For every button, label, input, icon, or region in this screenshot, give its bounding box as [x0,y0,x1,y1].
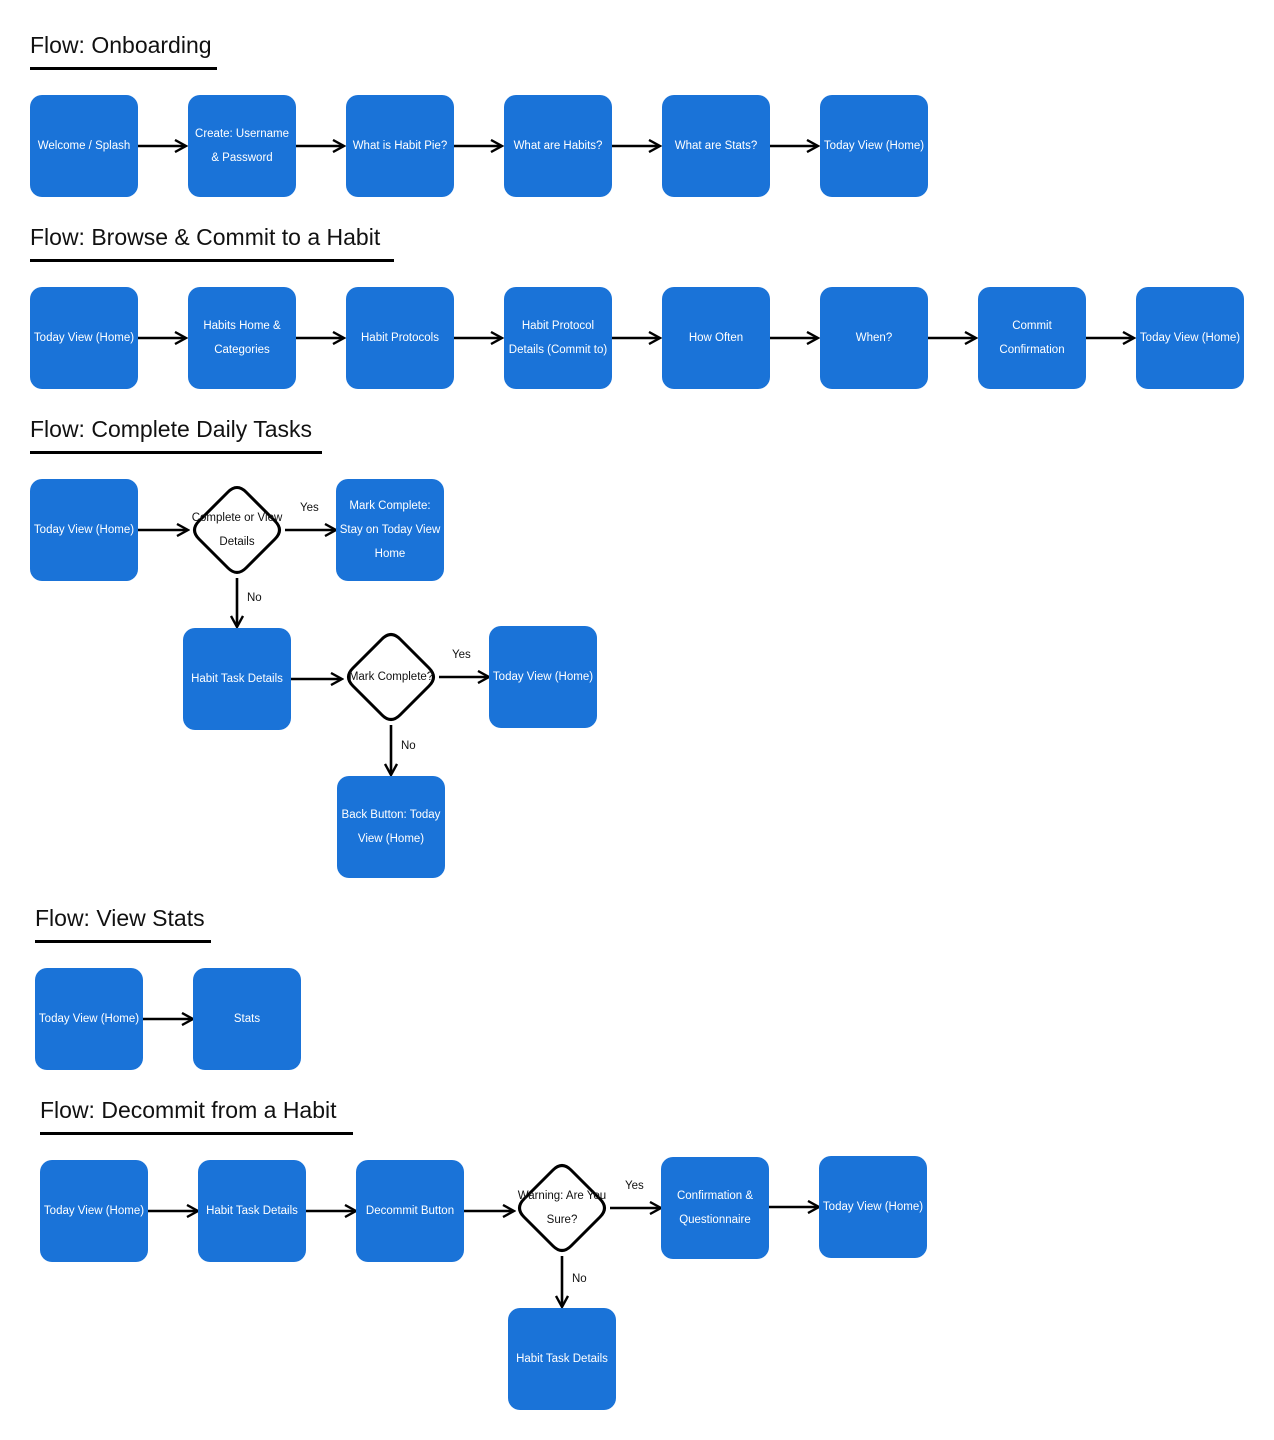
daily-mark-complete: Mark Complete: Stay on Today View Home [336,479,444,581]
flow-view-stats-title: Flow: View Stats [35,905,205,931]
browse-step-3-label: Habit Protocols [361,332,439,344]
flow-decommit-title-underline [40,1132,353,1135]
onboarding-step-1: Welcome / Splash [30,95,138,197]
browse-step-1: Today View (Home) [30,287,138,389]
daily-back-button-label: Back Button: Today View (Home) [341,809,441,845]
daily-decision-complete-or-details-label: Complete or View Details [191,512,283,548]
browse-step-3: Habit Protocols [346,287,454,389]
decommit-habit-task-details: Habit Task Details [198,1160,306,1262]
flow-browse-commit-title: Flow: Browse & Commit to a Habit [30,224,381,250]
onboarding-step-4-label: What are Habits? [513,140,603,152]
daily-no-label-2: No [401,740,416,752]
daily-mark-complete-label: Mark Complete: Stay on Today View Home [339,500,441,560]
decommit-yes-label: Yes [625,1180,644,1192]
decommit-today-view-label: Today View (Home) [43,1205,145,1217]
onboarding-step-5-label: What are Stats? [674,140,758,152]
daily-decision-mark-complete-label: Mark Complete? [348,671,434,683]
decommit-decision-warning-shape [518,1164,606,1252]
decommit-no-label: No [572,1273,587,1285]
decommit-today-view: Today View (Home) [40,1160,148,1262]
daily-no-label-1: No [247,592,262,604]
browse-step-2-label: Habits Home & Categories [203,320,281,356]
decommit-habit-task-details-label: Habit Task Details [206,1205,298,1217]
browse-step-5: How Often [662,287,770,389]
daily-habit-task-details-label: Habit Task Details [191,673,283,685]
daily-decision-complete-or-details-shape [193,486,281,574]
daily-back-button: Back Button: Today View (Home) [337,776,445,878]
browse-step-5-label: How Often [688,332,744,344]
daily-yes-label-1: Yes [300,502,319,514]
flow-onboarding-title-underline [30,67,217,70]
decommit-habit-task-details-return: Habit Task Details [508,1308,616,1410]
flow-daily-tasks-title-underline [30,451,322,454]
onboarding-step-2: Create: Username & Password [188,95,296,197]
onboarding-step-6: Today View (Home) [820,95,928,197]
flow-view-stats-title-underline [35,940,211,943]
onboarding-step-3-label: What is Habit Pie? [352,140,448,152]
browse-step-6: When? [820,287,928,389]
decommit-button-step-label: Decommit Button [365,1205,455,1217]
daily-today-view-result: Today View (Home) [489,626,597,728]
browse-step-8-label: Today View (Home) [1139,332,1241,344]
daily-today-view: Today View (Home) [30,479,138,581]
browse-step-2: Habits Home & Categories [188,287,296,389]
browse-step-1-label: Today View (Home) [33,332,135,344]
daily-today-view-label: Today View (Home) [33,524,135,536]
onboarding-step-1-label: Welcome / Splash [37,140,131,152]
daily-habit-task-details: Habit Task Details [183,628,291,730]
stats-today-view: Today View (Home) [35,968,143,1070]
decommit-today-view-result-label: Today View (Home) [822,1201,924,1213]
flow-onboarding-title: Flow: Onboarding [30,32,212,58]
decommit-today-view-result: Today View (Home) [819,1156,927,1258]
stats-stats: Stats [193,968,301,1070]
daily-decision-mark-complete-shape [347,633,435,721]
onboarding-step-3: What is Habit Pie? [346,95,454,197]
decommit-confirmation-label: Confirmation & Questionnaire [676,1190,754,1226]
decommit-habit-task-details-return-label: Habit Task Details [516,1353,608,1365]
decommit-decision-warning-label: Warning: Are You Sure? [517,1190,607,1226]
flow-browse-commit-title-underline [30,259,394,262]
browse-step-7: Commit Confirmation [978,287,1086,389]
onboarding-step-5: What are Stats? [662,95,770,197]
onboarding-step-2-label: Create: Username & Password [195,128,289,164]
stats-today-view-label: Today View (Home) [38,1013,140,1025]
flow-decommit-title: Flow: Decommit from a Habit [40,1097,337,1123]
stats-stats-label: Stats [233,1013,261,1025]
browse-step-7-label: Commit Confirmation [999,320,1065,356]
onboarding-step-4: What are Habits? [504,95,612,197]
daily-today-view-result-label: Today View (Home) [492,671,594,683]
flow-daily-tasks-title: Flow: Complete Daily Tasks [30,416,313,442]
onboarding-step-6-label: Today View (Home) [823,140,925,152]
browse-step-6-label: When? [855,332,893,344]
browse-step-4-label: Habit Protocol Details (Commit to) [508,320,608,356]
browse-step-4: Habit Protocol Details (Commit to) [504,287,612,389]
daily-yes-label-2: Yes [452,649,471,661]
browse-step-8: Today View (Home) [1136,287,1244,389]
decommit-confirmation: Confirmation & Questionnaire [661,1157,769,1259]
decommit-button-step: Decommit Button [356,1160,464,1262]
